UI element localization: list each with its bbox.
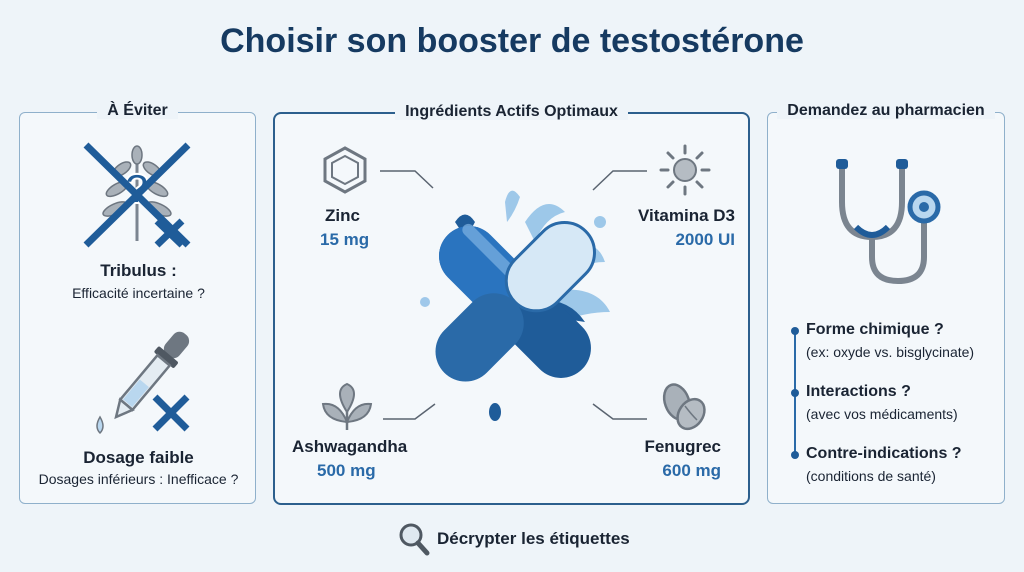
magnifier-icon	[399, 523, 430, 556]
ashwagandha-dose: 500 mg	[317, 461, 376, 480]
ingredients-panel-label: Ingrédients Actifs Optimaux	[275, 103, 748, 121]
pharmacist-panel: Demandez au pharmacien Forme chimique ? …	[767, 102, 1005, 504]
page-title: Choisir son booster de testostérone	[220, 22, 804, 60]
sun-icon	[659, 144, 711, 196]
leaf-plant-icon	[321, 382, 373, 430]
fenugrec-dose: 600 mg	[662, 461, 721, 480]
connector-lines	[380, 170, 647, 420]
low-dosage-name: Dosage faible	[83, 448, 194, 467]
low-dosage-note: Dosages inférieurs : Inefficace ?	[38, 471, 239, 487]
question-interactions: Interactions ?	[806, 383, 911, 400]
tribulus-note: Efficacité incertaine ?	[72, 285, 205, 301]
vitamin-d3-name: Vitamina D3	[637, 206, 735, 225]
vitamin-d3-dose: 2000 UI	[675, 230, 735, 249]
question-contraindications-detail: (conditions de santé)	[806, 468, 936, 484]
zinc-dose: 15 mg	[320, 230, 370, 249]
dropper-x-icon	[96, 331, 190, 435]
crossed-herb-question-icon: ?	[83, 142, 191, 248]
avoid-panel-label: À Éviter	[20, 102, 255, 120]
question-contraindications: Contre-indications ?	[806, 445, 962, 462]
tribulus-name: Tribulus :	[100, 261, 177, 280]
question-timeline	[791, 327, 799, 459]
question-chemical-form: Forme chimique ?	[806, 321, 944, 338]
avoid-panel: À Éviter ? Tribulus : Efficacité incerta…	[19, 102, 256, 504]
pharmacist-panel-label: Demandez au pharmacien	[768, 102, 1004, 120]
stethoscope-icon	[836, 159, 941, 285]
ashwagandha-name: Ashwagandha	[292, 437, 408, 456]
ingredients-panel: Ingrédients Actifs Optimaux	[273, 103, 750, 505]
seeds-icon	[662, 383, 706, 431]
capsules-splash-illustration	[420, 190, 610, 421]
decode-labels-caption: Décrypter les étiquettes	[437, 529, 630, 548]
zinc-name: Zinc	[325, 206, 360, 225]
question-interactions-detail: (avec vos médicaments)	[806, 406, 958, 422]
fenugrec-name: Fenugrec	[644, 437, 721, 456]
question-chemical-form-detail: (ex: oxyde vs. bisglycinate)	[806, 344, 975, 360]
hexagon-molecule-icon	[323, 146, 367, 194]
